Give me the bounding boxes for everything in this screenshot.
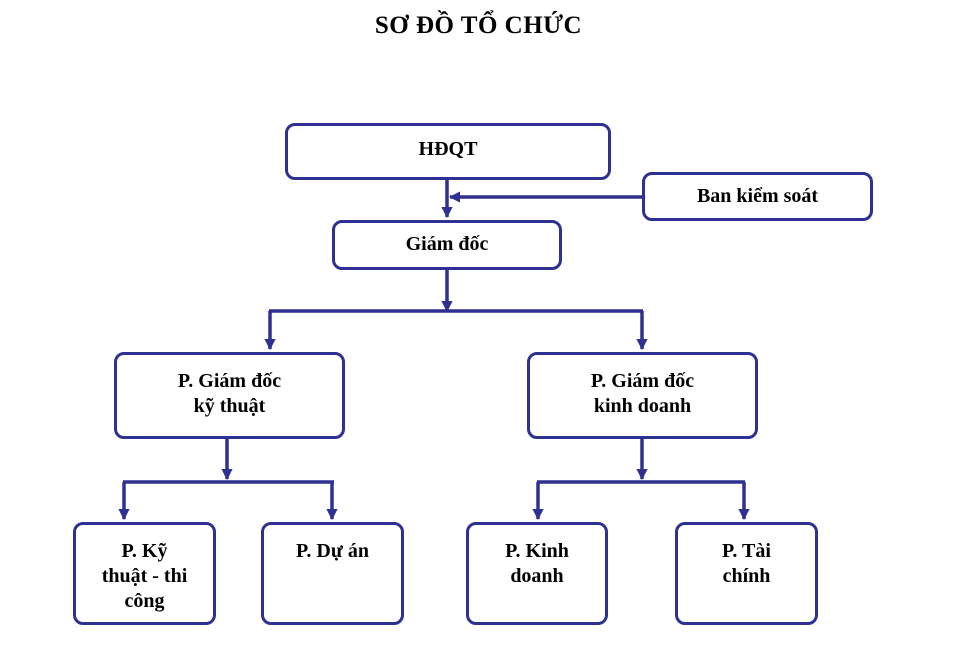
- node-hdqt: HĐQT: [285, 123, 611, 180]
- node-p-kinh-doanh: P. Kinh doanh: [466, 522, 608, 625]
- node-pgd-ky-thuat: P. Giám đốc kỹ thuật: [114, 352, 345, 439]
- node-giam-doc-label: Giám đốc: [405, 233, 489, 255]
- node-pgd-kinh-doanh: P. Giám đốc kinh doanh: [527, 352, 758, 439]
- node-p-tai-chinh-label: P. Tài chính: [722, 540, 771, 587]
- node-p-ky-thuat-thi-cong-label: P. Kỹ thuật - thi công: [101, 540, 188, 612]
- node-p-kinh-doanh-label: P. Kinh doanh: [505, 540, 569, 587]
- node-p-du-an: P. Dự án: [261, 522, 404, 625]
- node-p-ky-thuat-thi-cong: P. Kỹ thuật - thi công: [73, 522, 216, 625]
- node-ban-kiem-soat: Ban kiểm soát: [642, 172, 873, 221]
- node-p-du-an-label: P. Dự án: [296, 540, 369, 562]
- node-p-tai-chinh: P. Tài chính: [675, 522, 818, 625]
- node-ban-kiem-soat-label: Ban kiểm soát: [696, 185, 819, 207]
- page-title: SƠ ĐỒ TỔ CHỨC: [374, 12, 583, 39]
- node-pgd-kinh-doanh-label: P. Giám đốc kinh doanh: [590, 370, 695, 417]
- node-pgd-ky-thuat-label: P. Giám đốc kỹ thuật: [177, 370, 282, 417]
- node-hdqt-label: HĐQT: [418, 138, 478, 160]
- node-giam-doc: Giám đốc: [332, 220, 562, 270]
